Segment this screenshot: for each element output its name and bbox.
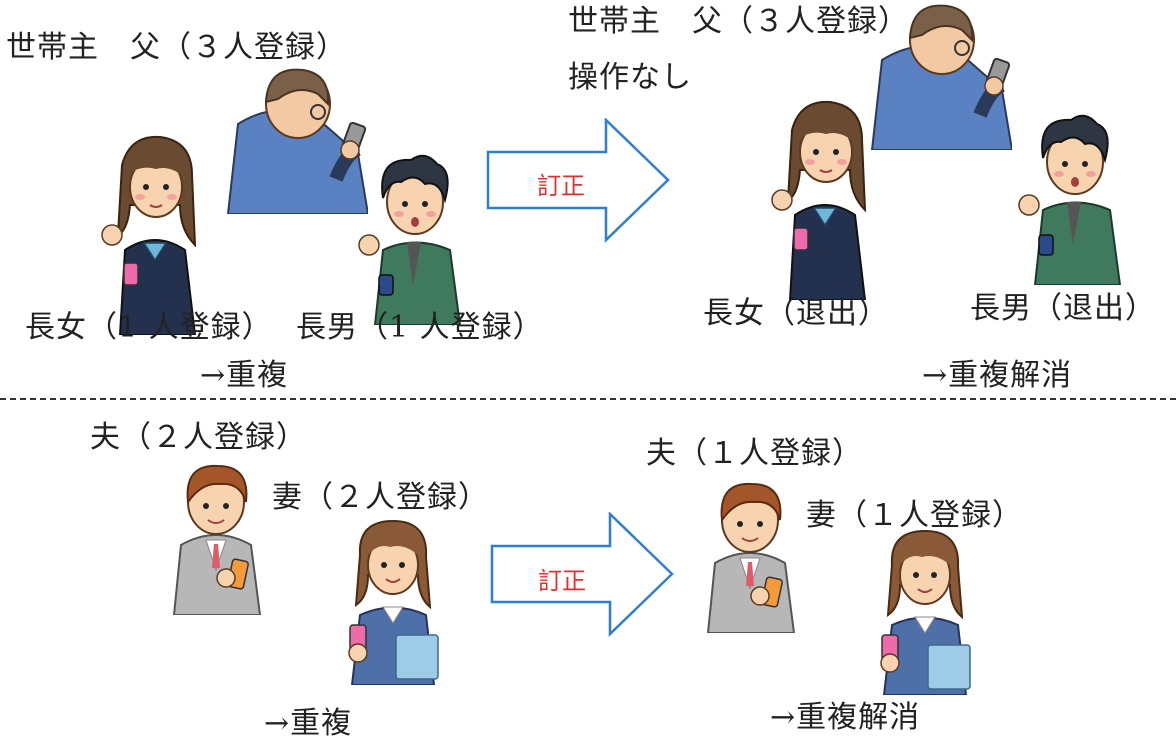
father-illustration-after	[862, 0, 1012, 150]
top-father-label: 世帯主 父（３人登録）	[6, 30, 347, 65]
bottom-after-wife-label: 妻（１人登録）	[806, 498, 1023, 533]
bottom-before-result: →重複	[264, 706, 353, 741]
top-after-son-label: 長男（退出）	[970, 291, 1156, 326]
daughter-illustration	[101, 135, 196, 335]
top-daughter-label: 長女（1 人登録）	[25, 310, 273, 345]
top-after-result: →重複解消	[922, 358, 1073, 393]
husband-illustration-after	[707, 482, 795, 633]
bottom-correction-label: 訂正	[538, 567, 586, 595]
top-after-father-label: 世帯主 父（３人登録）	[568, 4, 909, 39]
son-illustration	[358, 154, 461, 325]
bottom-husband-label: 夫（２人登録）	[90, 420, 307, 455]
top-after-daughter-label: 長女（退出）	[703, 296, 889, 331]
husband-illustration	[173, 464, 261, 615]
wife-illustration-after	[880, 530, 971, 695]
top-after-father-note: 操作なし	[568, 60, 692, 95]
daughter-illustration-after	[771, 100, 866, 300]
son-illustration-after	[1018, 114, 1121, 285]
top-son-label: 長男（1 人登録）	[296, 310, 544, 345]
bottom-after-result: →重複解消	[770, 700, 921, 735]
section-divider	[0, 398, 1176, 400]
bottom-wife-label: 妻（２人登録）	[272, 480, 489, 515]
top-correction-label: 訂正	[537, 172, 585, 200]
bottom-after-husband-label: 夫（１人登録）	[646, 436, 863, 471]
wife-illustration	[348, 520, 439, 685]
top-before-result: →重複	[200, 358, 289, 393]
father-illustration	[218, 64, 368, 214]
